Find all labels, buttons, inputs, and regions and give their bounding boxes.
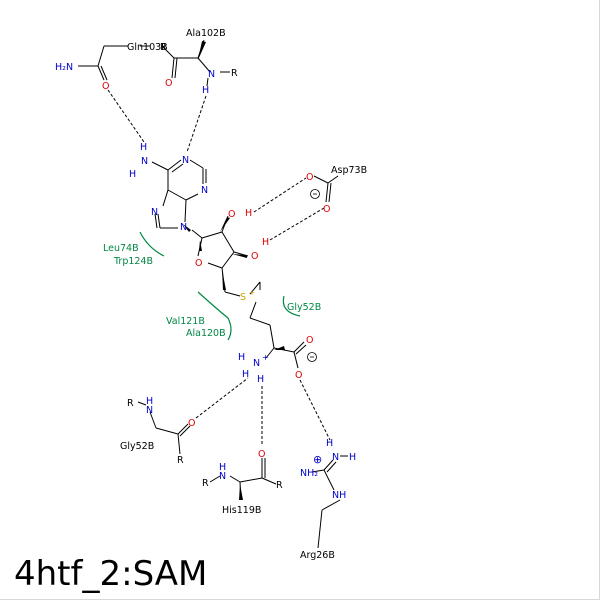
label-gln103b: Gln103B: [127, 42, 168, 53]
atom-o1-asp: O: [306, 172, 313, 183]
atom-n9: N: [180, 222, 187, 233]
diagram-title: 4htf_2:SAM: [14, 554, 207, 594]
hydrophobic-arc-val121b: [197, 291, 232, 341]
label-leu74b: Leu74B: [103, 243, 139, 254]
hydrophobic-arc-gly52b: [282, 295, 301, 317]
atom-h-ammonium-top: H: [238, 352, 245, 363]
atom-r-gly-bottom: R: [177, 455, 184, 466]
atom-nh2-arg: NH₂: [300, 468, 318, 479]
stereo-wedges: [183, 41, 285, 500]
label-ala102b: Ala102B: [186, 28, 226, 39]
atom-n-his: N: [219, 471, 226, 482]
atom-h-ammonium-left: H: [242, 369, 249, 380]
atom-h-ammonium-bottom: H: [257, 374, 264, 385]
atom-r-ala-right: R: [231, 68, 238, 79]
atom-h-ala: H: [202, 85, 209, 96]
atom-n-arg-eta: N: [332, 452, 339, 463]
atom-h-gly: H: [146, 396, 153, 407]
label-gly52b-hbond: Gly52B: [120, 441, 154, 452]
bonds: [78, 39, 348, 549]
arg-plus-icon: ⊕: [313, 453, 322, 466]
atom-o-his: O: [258, 449, 265, 460]
hydrophobic-arc-leu74b: [139, 231, 165, 257]
atom-h-amine-bottom: H: [129, 169, 136, 180]
carboxyl-negative-icon: [307, 352, 317, 362]
atom-o-carboxyl-bottom: O: [295, 370, 302, 381]
atom-n1: N: [182, 155, 189, 166]
label-arg26b: Arg26B: [300, 550, 335, 561]
atom-o-3prime: O: [251, 251, 258, 262]
atom-o-ala: O: [165, 78, 172, 89]
atom-r-his-left: R: [202, 478, 209, 489]
atom-r-his-right: R: [276, 480, 283, 491]
atom-r-ala-left: R: [160, 42, 167, 53]
s-plus-icon: +: [249, 289, 255, 297]
atom-n-ala: N: [208, 69, 215, 80]
label-trp124b: Trp124B: [113, 256, 153, 267]
atom-o2-asp: O: [323, 204, 330, 215]
atom-n3: N: [201, 185, 208, 196]
hydrophobic-arcs: [139, 231, 301, 341]
atom-h-3prime: H: [262, 237, 269, 248]
atom-h-amine-top: H: [140, 142, 147, 153]
atom-nh-arg: NH: [332, 490, 346, 501]
atom-o-gln: O: [102, 81, 109, 92]
atom-h-his: H: [219, 462, 226, 473]
atom-s: S: [240, 292, 246, 303]
label-val121b: Val121B: [166, 316, 205, 327]
atom-o-gly: O: [188, 418, 195, 429]
ammonium-plus-icon: +: [262, 353, 269, 362]
label-ala120b: Ala120B: [186, 328, 226, 339]
atom-h-arg-right: H: [349, 452, 356, 463]
atom-n-ammonium: N: [253, 358, 260, 369]
atom-h-2prime: H: [245, 208, 252, 219]
atom-n7: N: [151, 207, 158, 218]
label-asp73b: Asp73B: [331, 165, 367, 176]
label-gly52b-hydrophobic: Gly52B: [287, 302, 321, 313]
atom-h2n-gln: H₂N: [55, 62, 73, 73]
hbonds: [107, 89, 331, 446]
atom-n-amine: N: [141, 156, 148, 167]
atom-n-gly: N: [146, 405, 153, 416]
atom-r-gly-top: R: [127, 398, 134, 409]
atom-o-carboxyl-top: O: [306, 335, 313, 346]
negative-charge-icon: [310, 189, 320, 199]
atom-o-ring: O: [195, 258, 202, 269]
s-methyl-bond: [249, 281, 261, 295]
atom-h-arg-top: H: [326, 438, 333, 449]
atom-o-2prime: O: [228, 209, 235, 220]
label-his119b: His119B: [222, 505, 261, 516]
